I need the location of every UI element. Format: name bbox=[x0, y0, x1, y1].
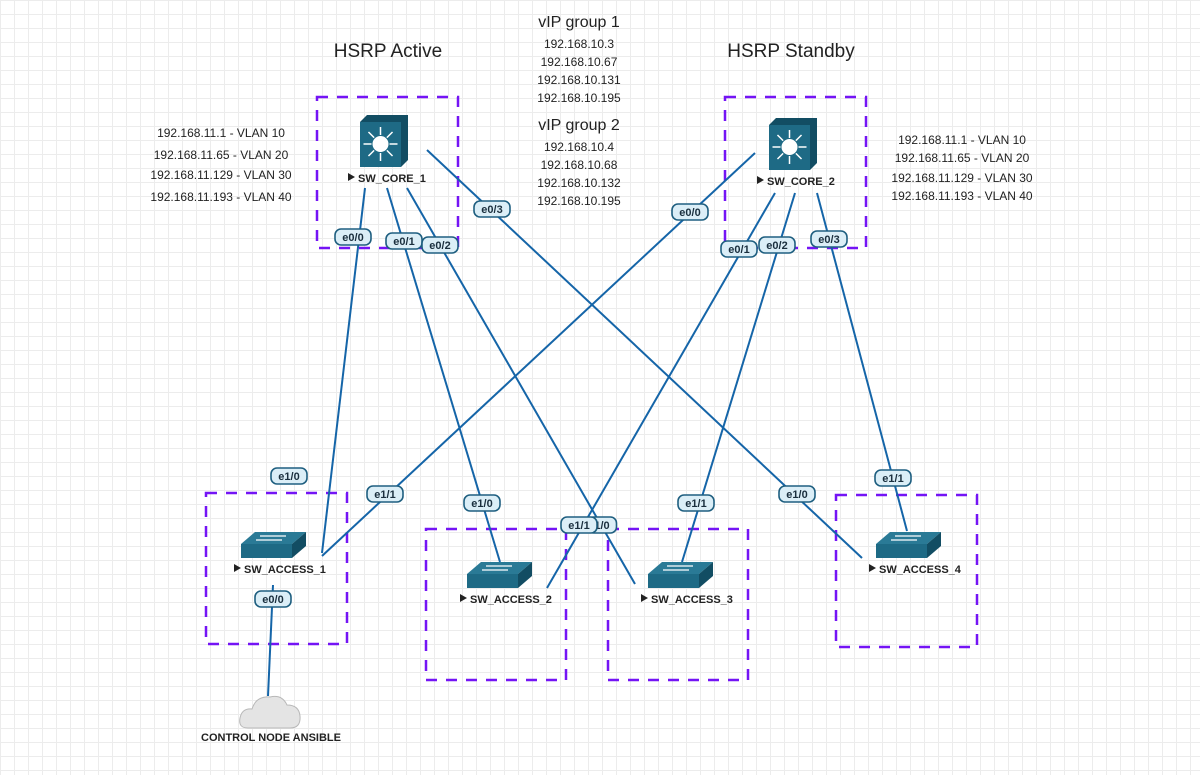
interface-name: e0/1 bbox=[393, 236, 414, 248]
group-access1 bbox=[204, 491, 349, 646]
play-icon[interactable] bbox=[757, 176, 764, 184]
node-label[interactable]: SW_CORE_2 bbox=[757, 176, 835, 188]
core1-vlan-ip: 192.168.11.65 - VLAN 20 bbox=[154, 148, 289, 162]
interface-label-access4[interactable]: e1/0 bbox=[778, 485, 816, 503]
node-label[interactable]: SW_ACCESS_1 bbox=[234, 564, 326, 576]
interface-name: e1/0 bbox=[278, 471, 299, 483]
interface-label-access1[interactable]: e1/0 bbox=[270, 467, 308, 485]
switch-icon-access3[interactable] bbox=[648, 562, 713, 588]
interface-name: e1/0 bbox=[786, 489, 807, 501]
play-icon[interactable] bbox=[641, 594, 648, 602]
switch-icon-access2[interactable] bbox=[467, 562, 532, 588]
cloud-label: CONTROL NODE ANSIBLE bbox=[201, 732, 341, 744]
interface-name: e0/0 bbox=[262, 594, 283, 606]
l3-switch-icon-core2[interactable] bbox=[769, 118, 817, 170]
group-access3 bbox=[606, 527, 750, 682]
node-name: SW_CORE_2 bbox=[767, 176, 835, 188]
group-access2 bbox=[424, 527, 568, 682]
vip-group-2-label: vIP group 2 bbox=[538, 117, 620, 134]
vip-ip: 192.168.10.67 bbox=[541, 55, 618, 69]
switch-icon-access4[interactable] bbox=[876, 532, 941, 558]
interface-label-core2[interactable]: e0/3 bbox=[810, 230, 848, 248]
node-label[interactable]: SW_CORE_1 bbox=[348, 173, 426, 185]
interface-name: e1/1 bbox=[568, 520, 589, 532]
interface-name: e0/0 bbox=[679, 207, 700, 219]
interface-name: e0/3 bbox=[481, 204, 502, 216]
link-core1-access1[interactable] bbox=[321, 187, 366, 554]
vip-ip: 192.168.10.68 bbox=[541, 158, 618, 172]
switch-icon-access1[interactable] bbox=[241, 532, 306, 558]
core2-vlan-ip: 192.168.11.129 - VLAN 30 bbox=[891, 171, 1033, 185]
node-name: SW_CORE_1 bbox=[358, 173, 426, 185]
vip-ip: 192.168.10.132 bbox=[537, 176, 621, 190]
interface-label-access1[interactable]: e1/1 bbox=[366, 485, 404, 503]
interface-name: e1/1 bbox=[685, 498, 706, 510]
core1-vlan-ip: 192.168.11.193 - VLAN 40 bbox=[150, 190, 292, 204]
cloud-icon[interactable] bbox=[239, 695, 301, 729]
interface-name: e0/0 bbox=[342, 232, 363, 244]
vip-ip: 192.168.10.3 bbox=[544, 37, 614, 51]
core2-vlan-ip: 192.168.11.193 - VLAN 40 bbox=[891, 189, 1033, 203]
node-label[interactable]: SW_ACCESS_3 bbox=[641, 594, 733, 606]
interface-label-access3[interactable]: e1/1 bbox=[677, 494, 715, 512]
vip-ip: 192.168.10.195 bbox=[537, 194, 621, 208]
interface-label-core2[interactable]: e0/1 bbox=[720, 240, 758, 258]
interface-label-access2[interactable]: e1/1 bbox=[560, 516, 598, 534]
interface-label-access4[interactable]: e1/1 bbox=[874, 469, 912, 487]
node-label[interactable]: SW_ACCESS_4 bbox=[869, 564, 962, 576]
play-icon[interactable] bbox=[234, 564, 241, 572]
node-name: SW_ACCESS_4 bbox=[879, 564, 962, 576]
vip-ip: 192.168.10.195 bbox=[537, 91, 621, 105]
play-icon[interactable] bbox=[460, 594, 467, 602]
core2-vlan-ip: 192.168.11.1 - VLAN 10 bbox=[898, 133, 1026, 147]
l3-switch-icon-core1[interactable] bbox=[360, 115, 408, 167]
interface-name: e0/3 bbox=[818, 234, 839, 246]
interface-label-access2[interactable]: e1/0 bbox=[463, 494, 501, 512]
interface-name: e1/0 bbox=[471, 498, 492, 510]
vip-ip: 192.168.10.131 bbox=[537, 73, 621, 87]
core2-vlan-ip: 192.168.11.65 - VLAN 20 bbox=[895, 151, 1030, 165]
interface-name: e1/1 bbox=[374, 489, 395, 501]
node-name: SW_ACCESS_2 bbox=[470, 594, 552, 606]
interface-name: e0/1 bbox=[728, 244, 749, 256]
core1-vlan-ip: 192.168.11.1 - VLAN 10 bbox=[157, 126, 285, 140]
interface-label-core1[interactable]: e0/3 bbox=[473, 200, 511, 218]
hsrp-active-title: HSRP Active bbox=[334, 41, 442, 62]
hsrp-standby-title: HSRP Standby bbox=[727, 41, 855, 62]
interface-label-core1[interactable]: e0/0 bbox=[334, 228, 372, 246]
interface-label-core1[interactable]: e0/1 bbox=[385, 232, 423, 250]
play-icon[interactable] bbox=[348, 173, 355, 181]
interface-name: e0/2 bbox=[766, 240, 787, 252]
group-access4 bbox=[834, 493, 979, 649]
core1-vlan-ip: 192.168.11.129 - VLAN 30 bbox=[150, 168, 292, 182]
node-name: SW_ACCESS_3 bbox=[651, 594, 733, 606]
interface-label-core2[interactable]: e0/2 bbox=[758, 236, 796, 254]
node-label[interactable]: SW_ACCESS_2 bbox=[460, 594, 552, 606]
vip-group-1-label: vIP group 1 bbox=[538, 14, 620, 31]
interface-name: e1/1 bbox=[882, 473, 903, 485]
interface-name: 1/0 bbox=[594, 520, 609, 532]
node-name: SW_ACCESS_1 bbox=[244, 564, 326, 576]
interface-label-access1[interactable]: e0/0 bbox=[254, 590, 292, 608]
interface-label-core2[interactable]: e0/0 bbox=[671, 203, 709, 221]
vip-ip: 192.168.10.4 bbox=[544, 140, 614, 154]
play-icon[interactable] bbox=[869, 564, 876, 572]
interface-name: e0/2 bbox=[429, 240, 450, 252]
interface-label-core1[interactable]: e0/2 bbox=[421, 236, 459, 254]
